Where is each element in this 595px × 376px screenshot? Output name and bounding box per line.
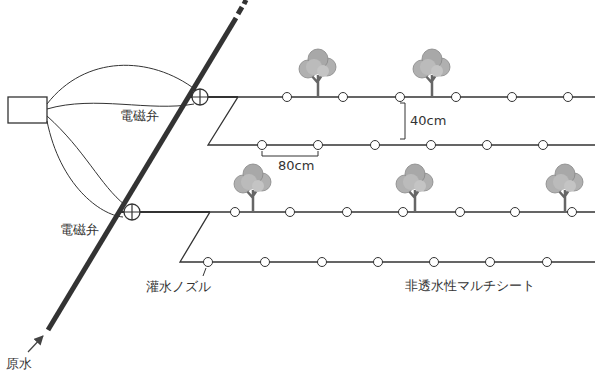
valve-label: 電磁弁 (60, 222, 99, 237)
sheet-label: 非透水性マルチシート (405, 278, 535, 293)
nozzle-label: 灌水ノズル (146, 279, 211, 294)
dimension-label: 80cm (278, 158, 314, 173)
dimension-label: 40cm (410, 113, 446, 128)
valve-label: 電磁弁 (120, 108, 159, 123)
inlet-label: 原水 (6, 356, 32, 371)
